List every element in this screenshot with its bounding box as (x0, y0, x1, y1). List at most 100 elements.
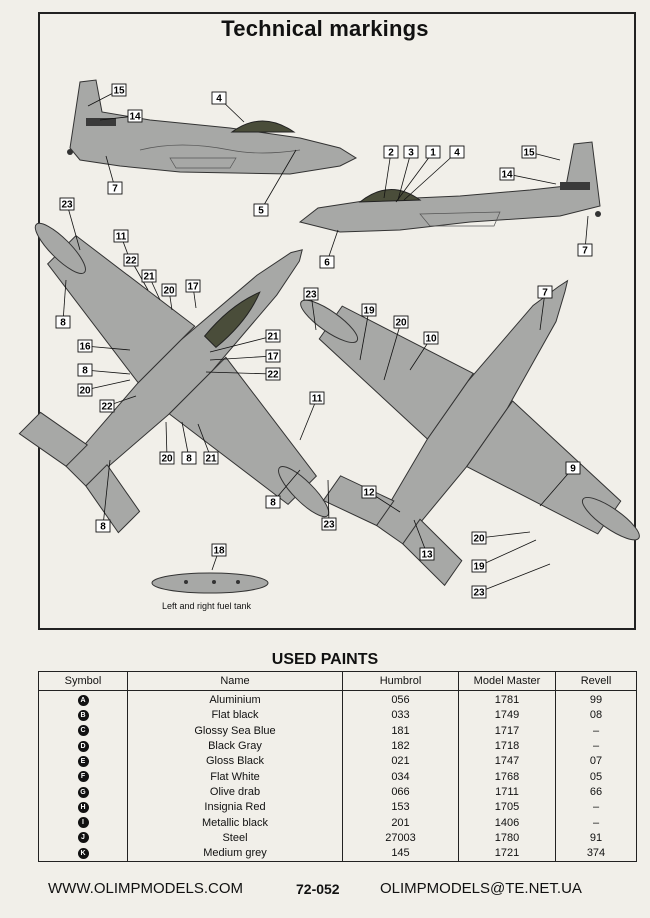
callout-label: 16 (79, 342, 91, 353)
plan-view-aircraft-lower (18, 222, 330, 534)
callout-box (319, 255, 335, 269)
callout-box (471, 559, 487, 573)
callout-leader (478, 531, 531, 539)
callout-label: 23 (305, 290, 317, 301)
callout-label: 19 (363, 306, 375, 317)
callout-label: 5 (258, 206, 264, 217)
callout-box (127, 109, 143, 123)
callout-box (393, 315, 409, 329)
callout-leader (327, 479, 330, 525)
callout-label: 1 (430, 148, 436, 159)
cell-model-master: 1705 (458, 800, 556, 816)
cell-symbol: F (38, 769, 128, 785)
callout-label: 17 (187, 282, 199, 293)
cell-name: Black Gray (127, 738, 343, 755)
callout-box (449, 145, 465, 159)
cell-symbol: C (38, 723, 128, 739)
cell-humbrol: 034 (342, 769, 459, 785)
cell-name: Insignia Red (127, 800, 343, 816)
callout-box (107, 181, 123, 195)
cell-name: Gloss Black (127, 754, 343, 770)
callout-leader (383, 321, 402, 381)
callout-box (309, 391, 325, 405)
callout-label: 11 (312, 394, 323, 405)
callout-box (565, 461, 581, 475)
callout-box (521, 145, 537, 159)
fuel-tank (151, 572, 269, 594)
callout-box (181, 451, 197, 465)
callout-label: 21 (143, 272, 155, 283)
callout-label: 18 (213, 546, 225, 557)
callout-label: 20 (473, 534, 485, 545)
callout-box (361, 485, 377, 499)
cell-name: Medium grey (127, 845, 343, 863)
callout-box (113, 229, 129, 243)
cell-revell: 91 (555, 830, 637, 846)
cell-model-master: 1711 (458, 784, 556, 801)
col-name: Name (127, 671, 343, 691)
callout-leader (260, 149, 297, 211)
paint-symbol-icon: J (77, 832, 89, 844)
cell-model-master: 1721 (458, 845, 556, 863)
cell-revell: – (555, 738, 637, 755)
callout-label: 8 (186, 454, 192, 465)
callout-label: 8 (82, 366, 88, 377)
callout-label: 20 (395, 318, 407, 329)
callout-leader (359, 309, 370, 361)
callout-label: 22 (101, 402, 113, 413)
cell-model-master: 1747 (458, 754, 556, 770)
cell-symbol: K (38, 845, 128, 863)
callout-label: 6 (324, 258, 330, 269)
cell-revell: 66 (555, 784, 637, 801)
cell-revell: 07 (555, 754, 637, 770)
cell-name: Aluminium (127, 690, 343, 709)
side-view-aircraft-left (67, 79, 358, 175)
callout-box (403, 145, 419, 159)
cell-model-master: 1768 (458, 769, 556, 785)
callout-box (159, 451, 175, 465)
footer-website[interactable]: WWW.OLIMPMODELS.COM (48, 880, 243, 897)
callout-leader (205, 371, 274, 375)
plan-view-aircraft-upper (300, 279, 640, 587)
cell-model-master: 1718 (458, 738, 556, 755)
callout-box (111, 83, 127, 97)
drawing-frame (38, 12, 636, 630)
callout-box (203, 451, 219, 465)
callout-label: 3 (408, 148, 414, 159)
cell-name: Flat White (127, 769, 343, 785)
callout-box (211, 91, 227, 105)
callout-leader (397, 151, 412, 201)
paint-symbol-icon: I (77, 817, 89, 829)
cell-revell: – (555, 723, 637, 739)
cell-model-master: 1749 (458, 708, 556, 724)
cell-symbol: E (38, 754, 128, 770)
cell-model-master: 1781 (458, 690, 556, 709)
callout-box (265, 495, 281, 509)
cell-revell: – (555, 800, 637, 816)
cell-humbrol: 153 (342, 800, 459, 816)
callout-box (77, 339, 93, 353)
cell-symbol: A (38, 690, 128, 709)
callout-box (471, 531, 487, 545)
technical-markings-diagram: .body { fill:#a7a8a6; stroke:#333; strok… (18, 79, 640, 599)
callout-label: 22 (125, 256, 137, 267)
paint-symbol-icon: D (77, 740, 89, 752)
callout-label: 13 (421, 550, 433, 561)
callout-box (77, 383, 93, 397)
callout-leader (209, 335, 274, 353)
callout-box (211, 543, 227, 557)
cell-model-master: 1406 (458, 815, 556, 831)
col-humbrol: Humbrol (342, 671, 459, 691)
cell-humbrol: 021 (342, 754, 459, 770)
callout-label: 10 (425, 334, 437, 345)
footer-email[interactable]: OLIMPMODELS@TE.NET.UA (380, 880, 582, 897)
col-revell: Revell (555, 671, 637, 691)
callout-leader (299, 397, 318, 441)
callout-label: 20 (161, 454, 173, 465)
callout-leader (478, 563, 551, 593)
